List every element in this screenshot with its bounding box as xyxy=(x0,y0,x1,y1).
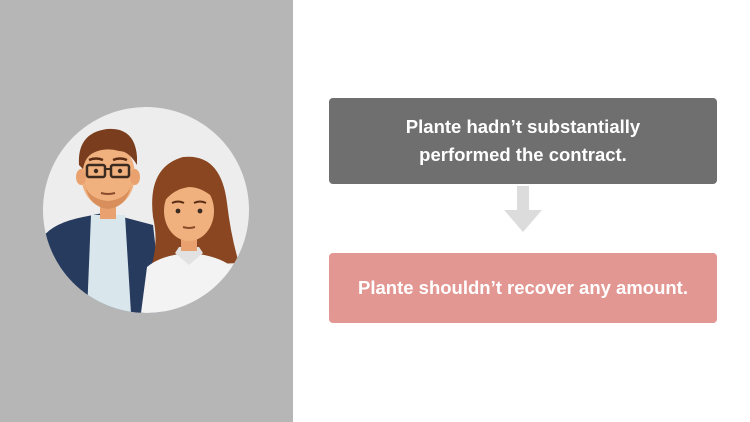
two-people-icon xyxy=(43,128,243,313)
conclusion-box: Plante shouldn’t recover any amount. xyxy=(329,253,717,323)
premise-box: Plante hadn’t substantially performed th… xyxy=(329,98,717,184)
right-panel: Plante hadn’t substantially performed th… xyxy=(293,0,750,422)
people-avatar xyxy=(43,107,249,313)
woman-figure xyxy=(141,156,243,313)
conclusion-text: Plante shouldn’t recover any amount. xyxy=(358,277,688,298)
premise-text: Plante hadn’t substantially performed th… xyxy=(405,116,641,165)
left-panel xyxy=(0,0,293,422)
arrow-down-icon xyxy=(504,186,542,232)
